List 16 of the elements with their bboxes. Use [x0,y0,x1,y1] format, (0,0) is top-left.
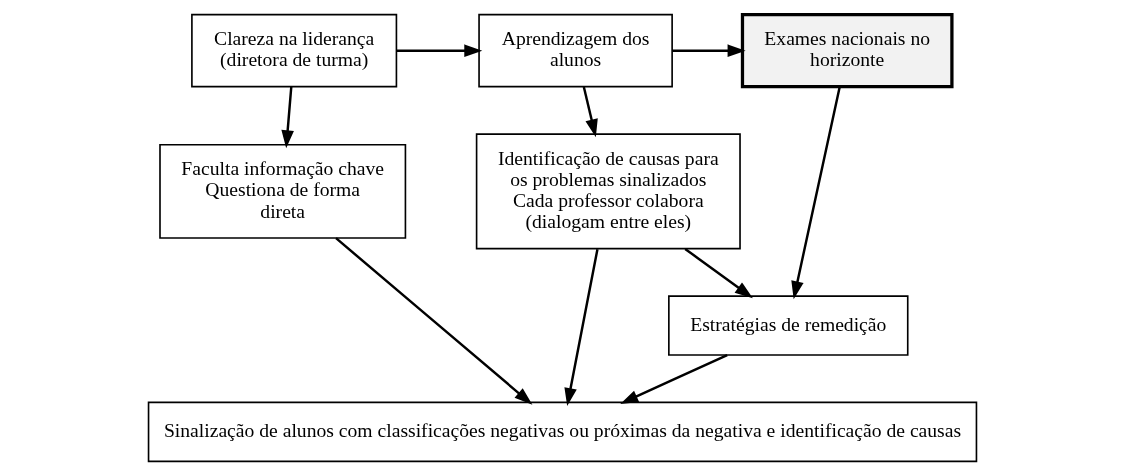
node-box: Sinalização de alunos com classificações negativas ou próximas da negativa e identificação de causas [147,401,977,463]
arrow [563,249,599,407]
node-box: Faculta informação chave Questiona de forma direta [158,143,406,239]
node-box: Identificação de causas para os problemas sinalizados Cada professor colabora (dialogam entre eles) [475,133,741,250]
node-box: Aprendizagem dos alunos [477,13,673,88]
arrow [582,86,598,138]
arrow [683,247,753,299]
node-box: Clareza na liderança (diretora de turma) [190,13,397,88]
arrow [619,353,728,404]
node-box: Estratégias de remedição [667,295,909,356]
arrow [334,237,532,405]
arrow [671,44,746,57]
arrow [396,44,482,57]
arrow [790,86,841,300]
node-box: Exames nacionais no horizonte [740,13,954,89]
arrow [280,86,294,149]
